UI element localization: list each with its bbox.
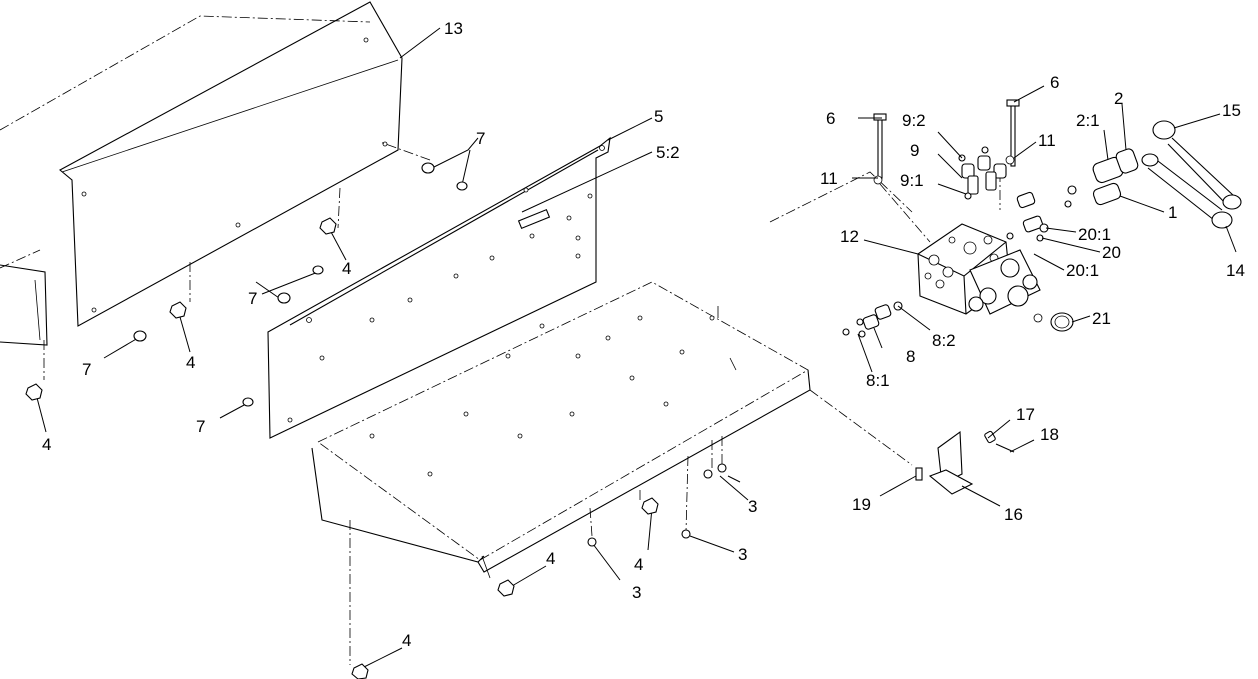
callout-4: 4 <box>402 631 411 650</box>
left-side-frame <box>0 264 48 380</box>
callout-4: 4 <box>634 555 643 574</box>
callout-2-1: 2:1 <box>1076 111 1100 130</box>
hardware <box>25 162 727 679</box>
callout-7: 7 <box>82 360 91 379</box>
callout-4: 4 <box>342 259 351 278</box>
callout-5: 5 <box>654 107 663 126</box>
callout-9-1: 9:1 <box>900 171 924 190</box>
callout-12: 12 <box>840 227 859 246</box>
leader-lines <box>35 27 1001 669</box>
callout-5-2: 5:2 <box>656 143 680 162</box>
rear-shroud <box>0 1 403 327</box>
callout-9-2: 9:2 <box>902 111 926 130</box>
callout-3: 3 <box>748 497 757 516</box>
callout-2: 2 <box>1114 89 1123 108</box>
callout-leaders <box>852 85 1237 507</box>
callout-9: 9 <box>910 141 919 160</box>
callout-16: 16 <box>1004 505 1023 524</box>
callout-14: 14 <box>1226 261 1245 280</box>
callout-7: 7 <box>196 417 205 436</box>
callout-15: 15 <box>1222 101 1241 120</box>
callout-8-2: 8:2 <box>932 331 956 350</box>
callout-6: 6 <box>826 109 835 128</box>
callout-11: 11 <box>1038 131 1056 150</box>
callout-3: 3 <box>632 583 641 602</box>
callout-labels: 13 5 5:2 7 4 7 7 4 7 4 3 3 3 4 4 4 6 6 1… <box>42 19 1245 650</box>
callout-21: 21 <box>1092 309 1111 328</box>
callout-8-1: 8:1 <box>866 371 890 390</box>
callout-1: 1 <box>1168 203 1177 222</box>
front-panel <box>267 136 611 439</box>
callout-8: 8 <box>906 347 915 366</box>
callout-6: 6 <box>1050 73 1059 92</box>
valve-block <box>842 99 1242 338</box>
callout-20: 20 <box>1102 243 1121 262</box>
callout-4: 4 <box>546 549 555 568</box>
callout-4: 4 <box>42 435 51 454</box>
callout-4: 4 <box>186 353 195 372</box>
callout-17: 17 <box>1016 405 1035 424</box>
callout-18: 18 <box>1040 425 1059 444</box>
callout-19: 19 <box>852 495 871 514</box>
callout-7: 7 <box>248 289 257 308</box>
callout-20-1: 20:1 <box>1078 225 1111 244</box>
base-tray <box>311 281 811 665</box>
bracket <box>915 430 1015 495</box>
callout-3: 3 <box>738 545 747 564</box>
callout-13: 13 <box>444 19 463 38</box>
callout-7: 7 <box>476 129 485 148</box>
callout-20-1: 20:1 <box>1066 261 1099 280</box>
callout-11: 11 <box>820 169 838 188</box>
